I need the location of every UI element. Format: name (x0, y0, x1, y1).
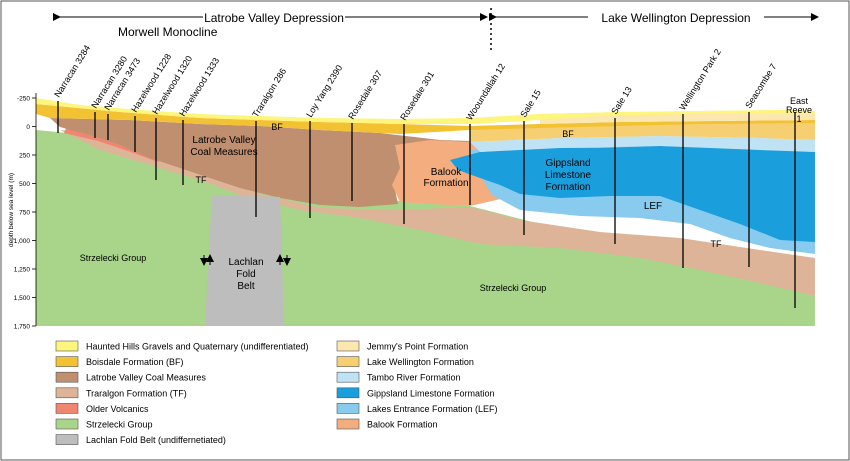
lachlan-fold-belt-unit (205, 195, 284, 326)
legend-swatch (55, 371, 79, 383)
older-volcanics-unit (64, 128, 160, 162)
y-axis-title: depth below sea level (m) (8, 173, 15, 247)
y-tick-label: -250 (17, 96, 30, 103)
tambo-river-formation-unit (470, 136, 815, 152)
legend-label: Balook Formation (367, 420, 438, 430)
legend-swatch (336, 340, 360, 352)
balook-label-line2: Formation (423, 178, 468, 189)
tf-label-right: TF (711, 239, 722, 249)
legend-swatch (336, 356, 360, 367)
wellington-depression-title: Lake Wellington Depression (601, 11, 750, 25)
legend-swatch (336, 371, 360, 383)
legend-label: Lakes Entrance Formation (LEF) (367, 404, 498, 414)
legend-swatch (55, 434, 79, 445)
haunted-hills-gravels-unit (36, 98, 815, 124)
lvcm-label-line2: Coal Measures (190, 147, 257, 158)
balook-label-line1: Balook (431, 167, 463, 178)
gipps-label-line1: Gippsland (545, 158, 590, 169)
legend-label: Older Volcanics (86, 404, 149, 414)
y-tick-label: 250 (19, 153, 30, 160)
legend-label: Jemmy's Point Formation (367, 342, 468, 352)
legend-label: Traralgon Formation (TF) (86, 388, 187, 398)
y-tick-label: 750 (19, 210, 30, 217)
lachlan-label-line3: Belt (237, 281, 254, 292)
legend-left: Haunted Hills Gravels and Quaternary (un… (55, 340, 308, 445)
well-label: 1 (796, 114, 801, 124)
gipps-label-line3: Formation (545, 182, 590, 193)
legend-label: Lake Wellington Formation (367, 357, 474, 367)
legend-swatch (336, 418, 360, 430)
y-tick-label: 1,500 (14, 295, 31, 302)
lvcm-label-line1: Latrobe Valley (192, 135, 255, 146)
gipps-label-line2: Limestone (545, 170, 592, 181)
legend-label: Strzelecki Group (86, 420, 153, 430)
legend-swatch (55, 340, 79, 352)
legend-swatch (336, 403, 360, 414)
strzelecki-label-left: Strzelecki Group (80, 253, 147, 263)
y-tick-label: 0 (26, 124, 30, 131)
legend-label: Gippsland Limestone Formation (367, 388, 495, 398)
well-label: East (790, 96, 809, 106)
y-tick-label: 1,750 (14, 324, 31, 331)
boisdale-formation-unit (36, 104, 815, 134)
lef-label: LEF (644, 201, 662, 212)
morwell-monocline-title: Morwell Monocline (118, 25, 218, 39)
latrobe-depression-title: Latrobe Valley Depression (204, 11, 344, 25)
legend-label: Haunted Hills Gravels and Quaternary (un… (86, 342, 308, 352)
header-right-bg (588, 9, 764, 25)
strzelecki-label-right: Strzelecki Group (480, 283, 547, 293)
legend-label: Tambo River Formation (367, 373, 461, 383)
legend-swatch (55, 356, 79, 367)
y-axis: -250 0 250 500 750 1,000 1,250 1,500 1,750 (14, 96, 36, 331)
lachlan-label-line2: Fold (236, 269, 255, 280)
latrobe-valley-coal-measures-unit (50, 118, 470, 207)
legend-swatch (55, 387, 79, 399)
bf-label-left: BF (271, 122, 283, 132)
bf-label-right: BF (562, 129, 574, 139)
legend-swatch (336, 387, 360, 399)
legend-swatch (55, 403, 79, 414)
legend-swatch (55, 418, 79, 430)
y-tick-label: 1,250 (14, 267, 31, 274)
legend-label: Lachlan Fold Belt (undiffernetiated) (86, 435, 226, 445)
legend-label: Latrobe Valley Coal Measures (86, 373, 206, 383)
traralgon-formation-unit (60, 130, 815, 296)
y-tick-label: 500 (19, 181, 30, 188)
y-tick-label: 1,000 (14, 238, 31, 245)
well-label: Reeve (786, 105, 812, 115)
tf-label-left: TF (196, 175, 207, 185)
legend-label: Boisdale Formation (BF) (86, 357, 184, 367)
header-left-bg (203, 9, 345, 25)
gippsland-limestone-formation-unit (450, 146, 815, 242)
lachlan-label-line1: Lachlan (228, 257, 263, 268)
